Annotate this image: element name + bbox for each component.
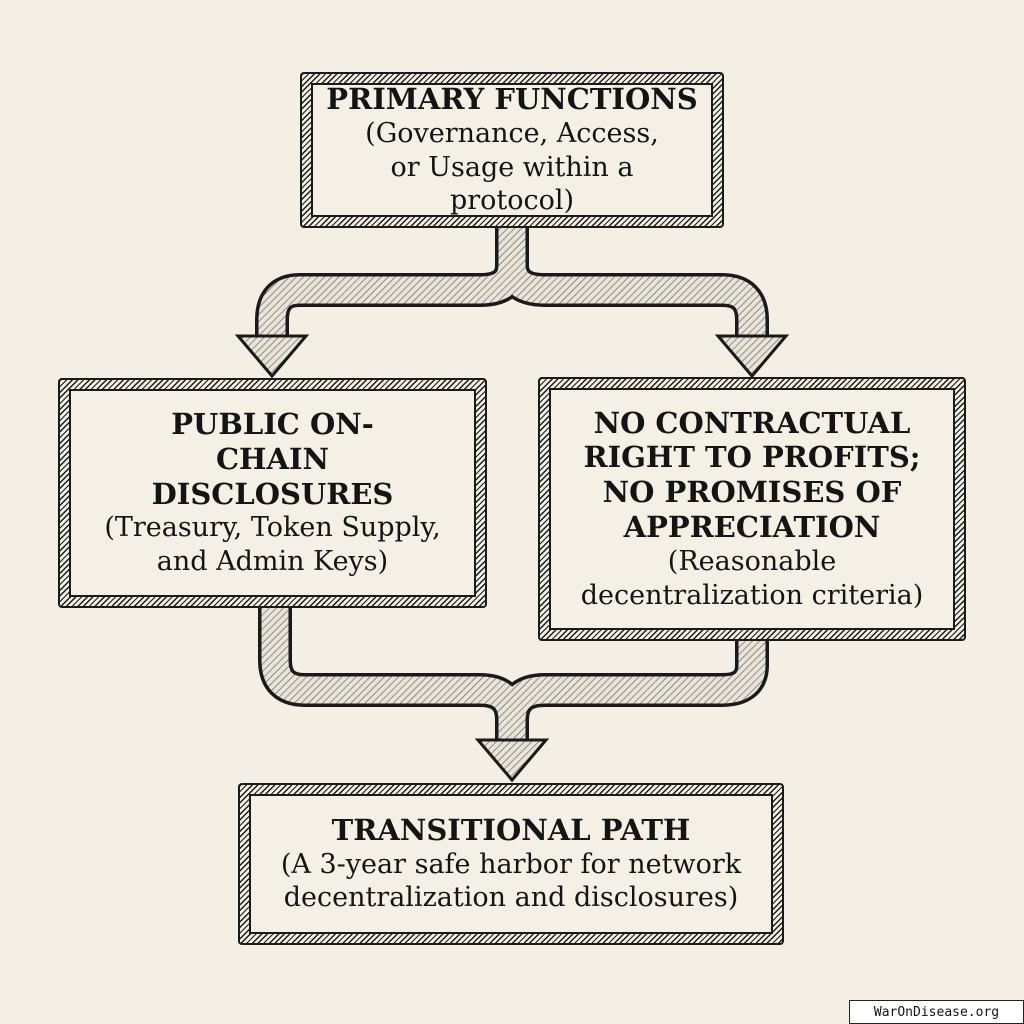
disclosures-box: PUBLIC ON-CHAIN DISCLOSURES (Treasury, T… bbox=[58, 378, 487, 608]
box-title: NO CONTRACTUAL RIGHT TO PROFITS; NO PROM… bbox=[583, 405, 921, 545]
watermark: WarOnDisease.org bbox=[849, 1000, 1024, 1024]
box-subtitle: (Governance, Access, or Usage within a p… bbox=[365, 117, 659, 217]
box-title: PUBLIC ON-CHAIN DISCLOSURES bbox=[151, 407, 394, 511]
box-subtitle: (A 3-year safe harbor for network decent… bbox=[280, 848, 742, 914]
box-title: TRANSITIONAL PATH bbox=[331, 812, 691, 847]
box-subtitle: (Reasonable decentralization criteria) bbox=[580, 545, 924, 611]
transitional-path-box: TRANSITIONAL PATH (A 3-year safe harbor … bbox=[238, 783, 784, 945]
arrowhead-left bbox=[234, 334, 310, 379]
merge-arrow bbox=[258, 604, 769, 747]
split-arrow bbox=[255, 226, 769, 342]
arrowhead-right bbox=[714, 334, 790, 379]
primary-functions-box: PRIMARY FUNCTIONS (Governance, Access, o… bbox=[300, 72, 724, 228]
arrowhead-bottom bbox=[474, 738, 550, 783]
box-title: PRIMARY FUNCTIONS bbox=[326, 81, 698, 116]
box-subtitle: (Treasury, Token Supply, and Admin Keys) bbox=[104, 512, 441, 578]
no-profits-box: NO CONTRACTUAL RIGHT TO PROFITS; NO PROM… bbox=[538, 377, 966, 641]
